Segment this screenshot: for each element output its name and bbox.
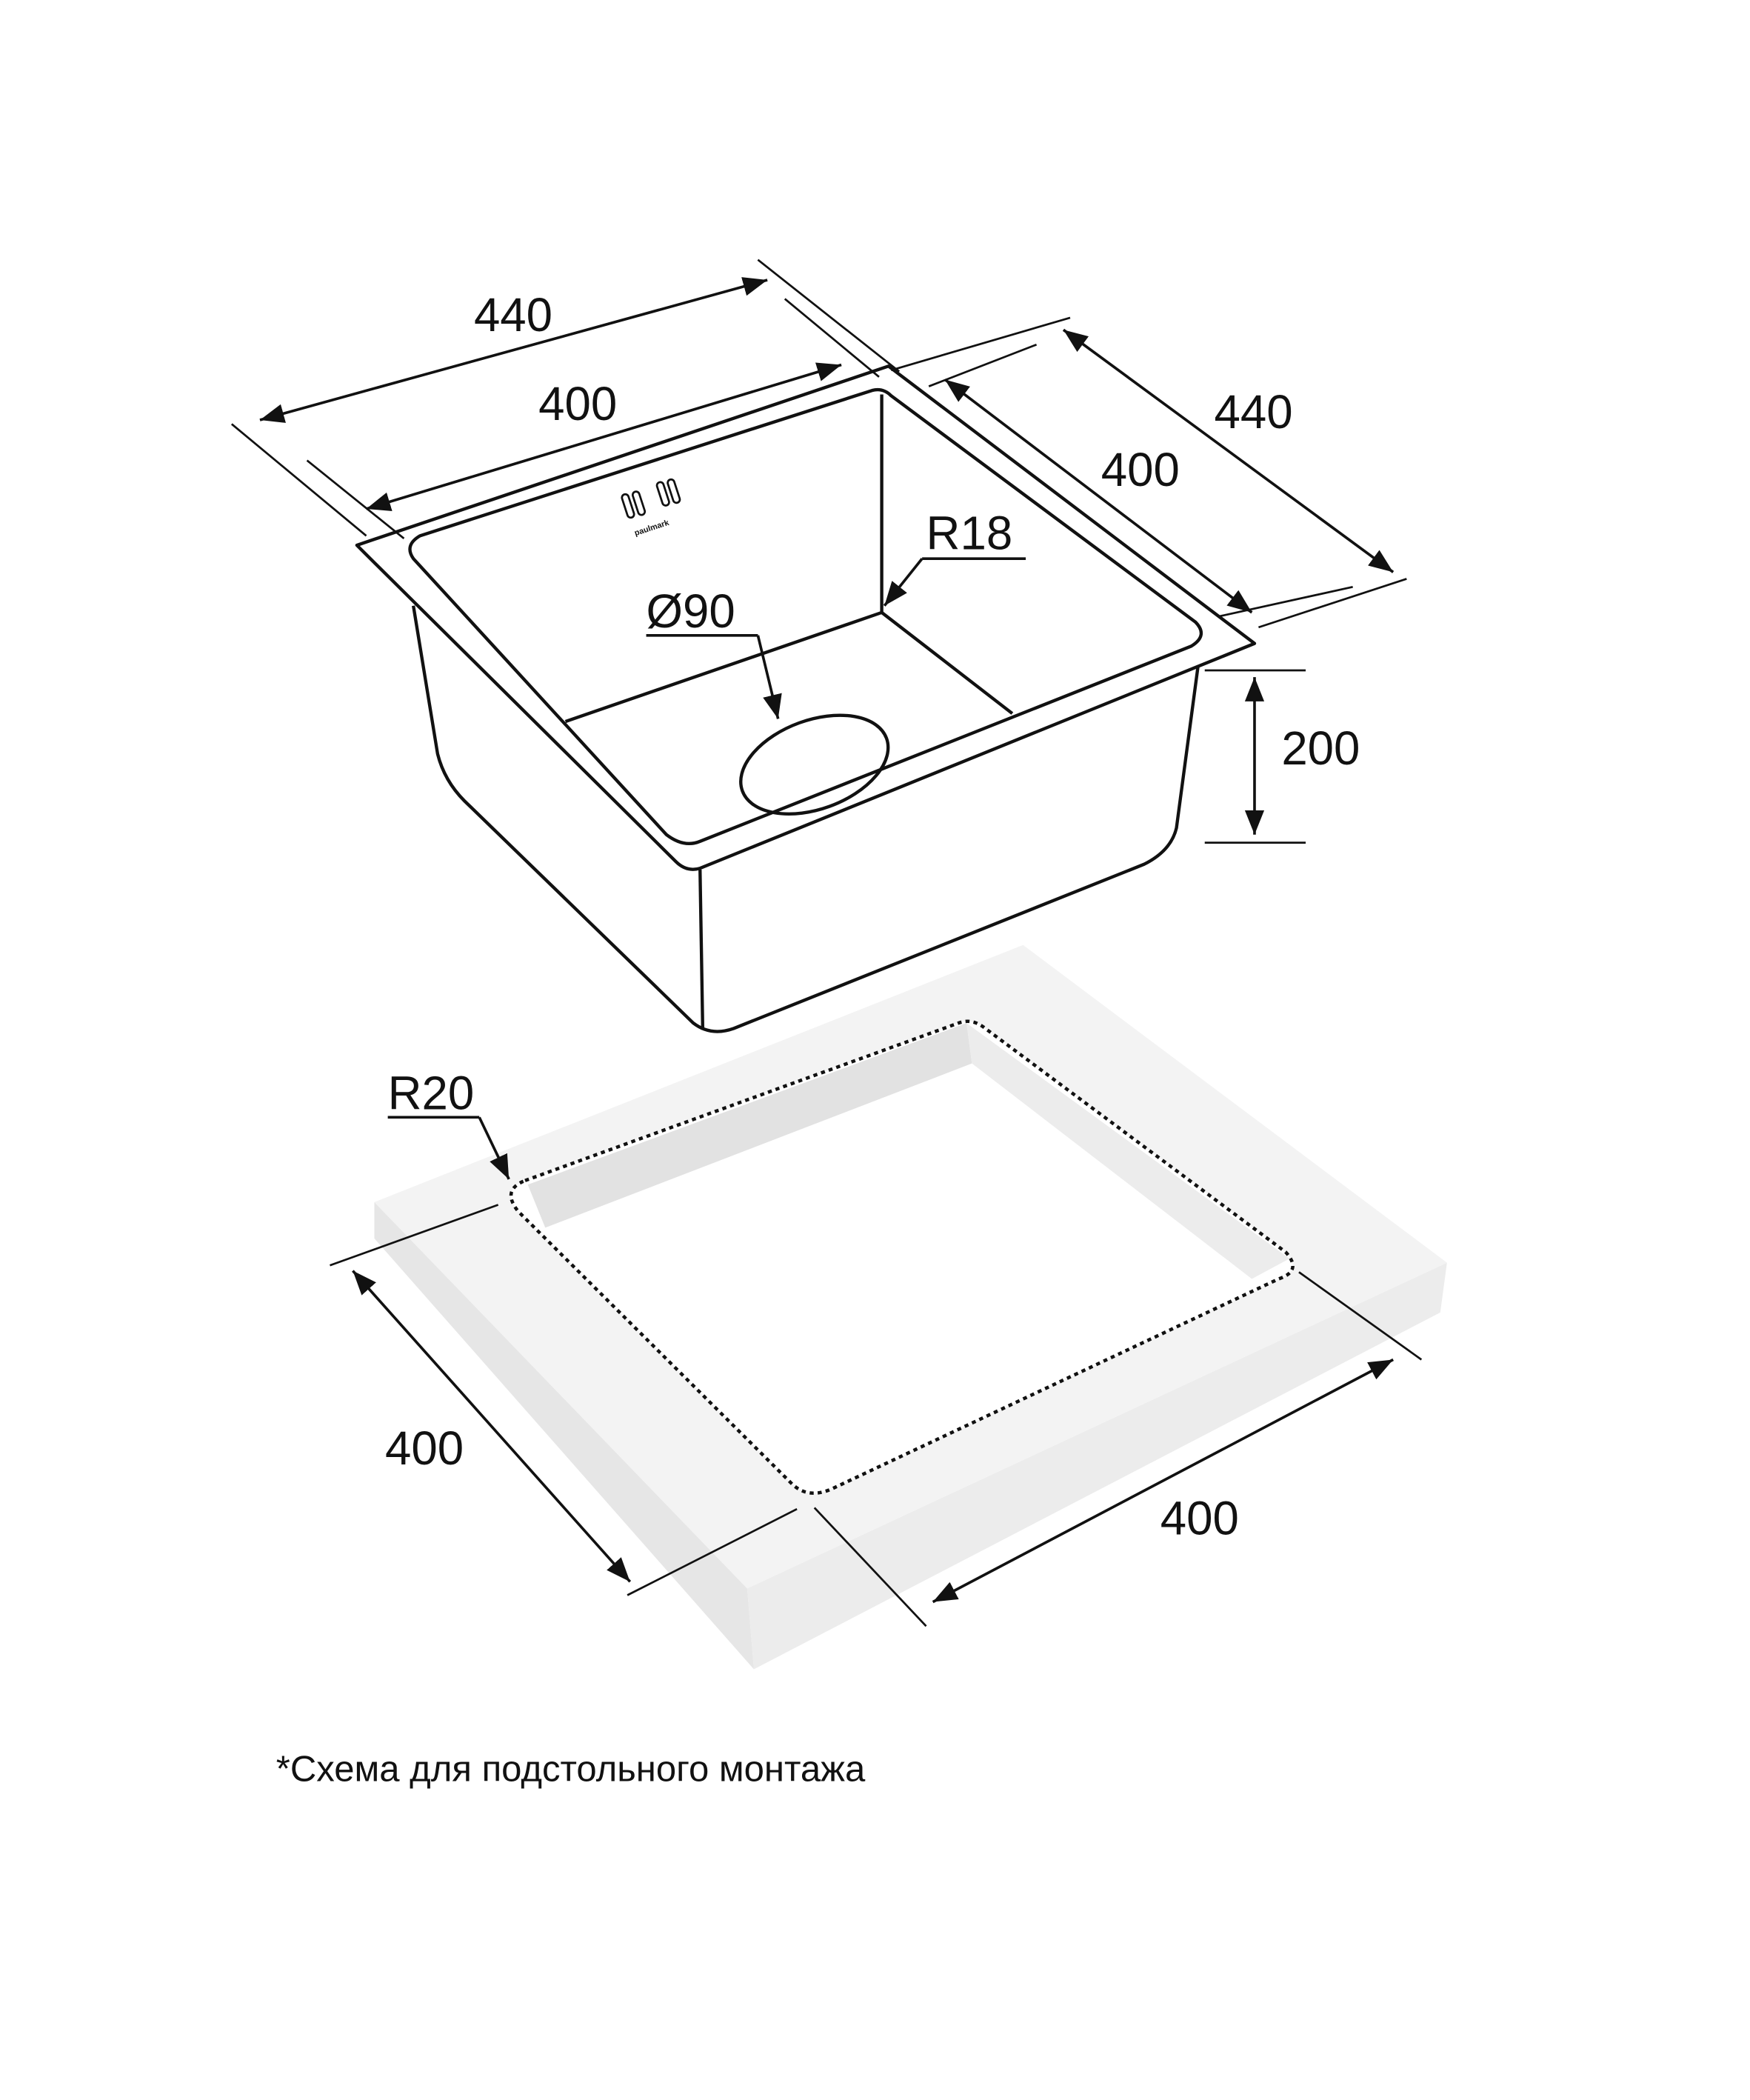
countertop-drawing <box>374 944 1447 1670</box>
outer-length-label: 440 <box>474 289 552 341</box>
countertop-dimensions: R20 400 400 <box>330 1067 1423 1627</box>
svg-text:paulmark: paulmark <box>633 518 671 538</box>
cutout-outline <box>509 1019 1295 1496</box>
inner-width-label: 400 <box>1101 444 1180 496</box>
cutout-radius-label: R20 <box>388 1067 475 1119</box>
caption: *Схема для подстольного монтажа <box>276 1749 866 1789</box>
inner-length-label: 400 <box>538 378 617 430</box>
cutout-width-label: 400 <box>385 1422 464 1475</box>
cutout-length-label: 400 <box>1160 1493 1239 1545</box>
drain-hole <box>739 713 890 816</box>
outer-width-label: 440 <box>1214 386 1292 439</box>
corner-radius-label: R18 <box>926 507 1013 559</box>
sink-dimensions: 440 400 440 400 R18 Ø90 200 <box>230 259 1407 844</box>
drain-diameter-label: Ø90 <box>647 585 735 638</box>
brand-logo: paulmark <box>621 478 681 538</box>
depth-label: 200 <box>1281 722 1360 775</box>
